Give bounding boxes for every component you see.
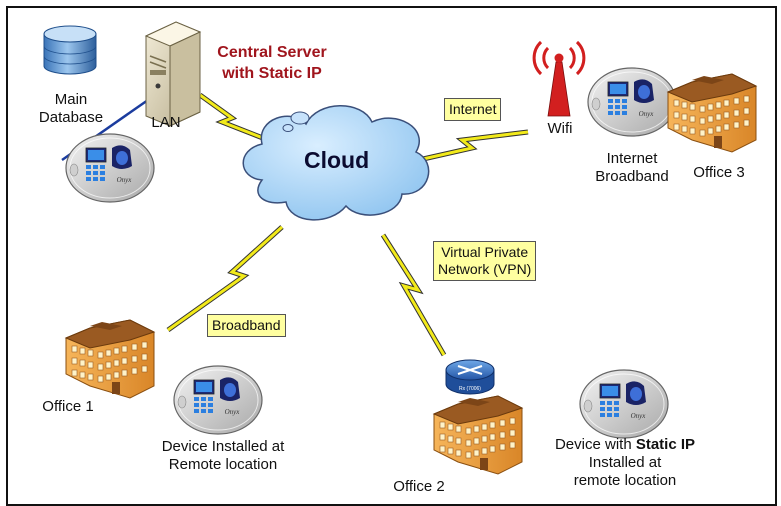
office2-device-line1-prefix: Device with	[554, 436, 636, 453]
office2-device-label: Device with Static IP Installed at remot…	[544, 436, 706, 490]
server-title-line2: with Static IP	[222, 65, 322, 82]
internet-note: Internet	[444, 98, 502, 121]
fingerprint-device-office1-icon	[173, 365, 263, 435]
cloud-label: Cloud	[304, 147, 370, 173]
office3-label: Office 3	[693, 164, 745, 181]
office3-building-icon	[667, 73, 757, 153]
office2-label: Office 2	[393, 478, 445, 495]
office1-device-line1: Device Installed at	[161, 438, 285, 455]
broadband-note: Broadband	[207, 314, 286, 337]
office2-device-line1-bold: Static IP	[635, 436, 696, 453]
wifi-antenna-icon	[532, 40, 586, 117]
office3-device-line2: Broadband	[595, 168, 669, 185]
lan-label: LAN	[151, 114, 181, 131]
lightning-cloud-office2	[380, 233, 447, 357]
vpn-note: Virtual Private Network (VPN)	[433, 241, 537, 281]
vpn-note-line1: Virtual Private	[441, 244, 529, 260]
database-icon	[43, 25, 97, 75]
vpn-note-line2: Network (VPN)	[438, 261, 532, 277]
svg-text:Rx (7006): Rx (7006)	[459, 386, 481, 392]
office1-device-label: Device Installed at Remote location	[148, 438, 298, 474]
office2-building-icon	[433, 395, 523, 475]
office2-device-line1: Device with Static IP	[544, 436, 706, 454]
database-label: Main Database	[34, 91, 108, 127]
cloud-icon	[242, 105, 430, 221]
database-label-line2: Database	[38, 109, 104, 126]
server-icon	[144, 21, 202, 127]
office3-device-label: Internet Broadband	[582, 150, 682, 186]
office2-device-line3: remote location	[573, 472, 677, 489]
wifi-label: Wifi	[547, 120, 573, 137]
office3-device-line1: Internet	[606, 150, 658, 167]
lightning-cloud-office1	[166, 225, 284, 333]
office1-building-icon	[65, 319, 155, 399]
lightning-cloud-office3	[422, 129, 529, 162]
server-title-line1: Central Server	[217, 44, 327, 61]
office1-device-line2: Remote location	[168, 456, 278, 473]
fingerprint-device-office3-icon	[587, 67, 677, 137]
lightning-server-cloud	[198, 92, 269, 143]
office2-device-line2: Installed at	[588, 454, 662, 471]
fingerprint-device-office2-icon	[579, 369, 669, 439]
router-icon: Rx (7006)	[445, 359, 495, 395]
fingerprint-device-main-icon	[65, 133, 155, 203]
server-title: Central Server with Static IP	[204, 42, 340, 84]
office1-label: Office 1	[42, 398, 94, 415]
database-label-line1: Main	[54, 91, 88, 108]
